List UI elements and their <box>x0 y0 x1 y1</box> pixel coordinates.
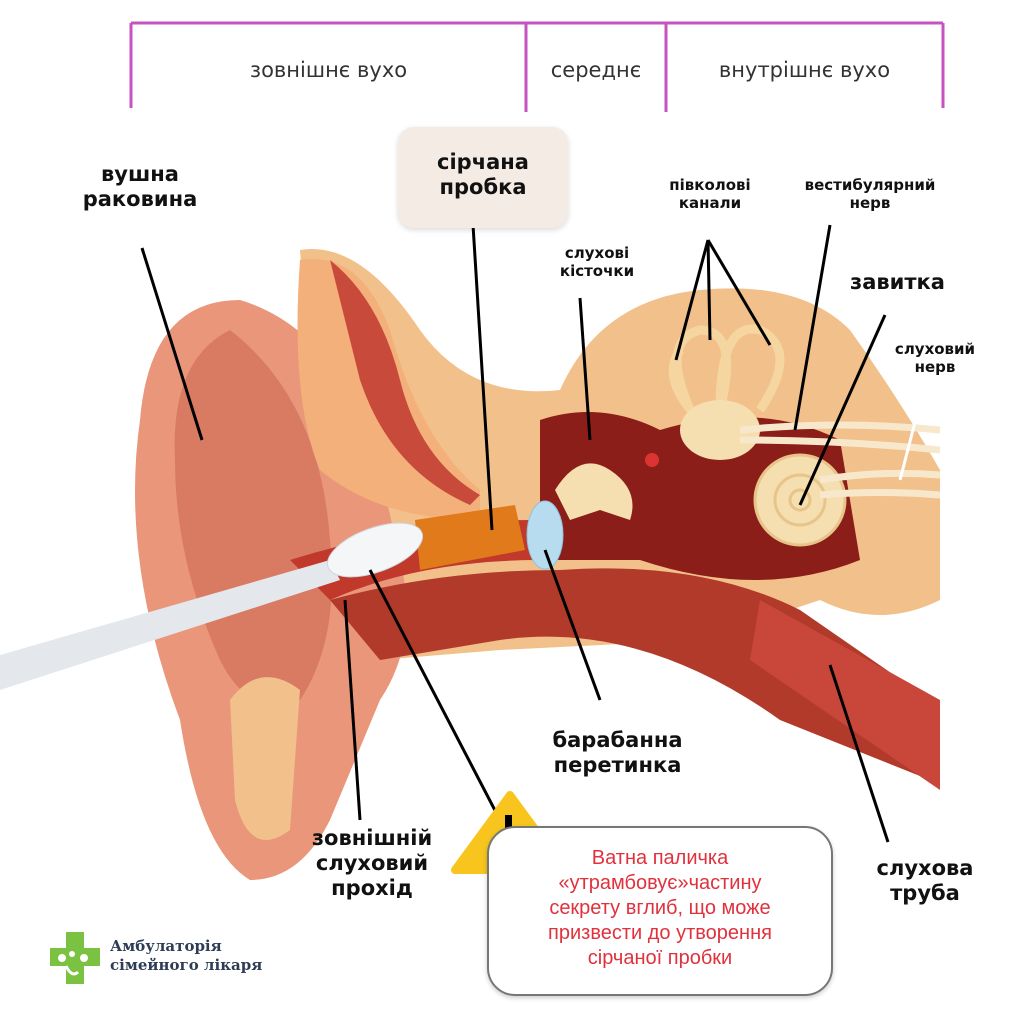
label-semicircular-canals: півколові канали <box>669 176 751 212</box>
label-eustachian-tube: слухова труба <box>876 856 974 906</box>
header-outer-ear: зовнішнє вухо <box>249 58 408 82</box>
label-auditory-nerve: слуховий нерв <box>894 340 976 376</box>
header-inner-ear: внутрішнє вухо <box>718 58 891 82</box>
earwax-plug <box>415 505 525 570</box>
logo-line-1: Амбулаторія <box>110 937 222 955</box>
logo-line-2: сімейного лікаря <box>110 956 263 974</box>
nerves <box>739 421 941 499</box>
section-bracket <box>129 21 945 112</box>
label-auricle: вушна раковина <box>82 162 198 212</box>
earwax-label-box <box>398 127 568 228</box>
warning-box: Ватна паличка «утрамбовує»частину секрет… <box>487 826 833 996</box>
label-vestibular-nerve: вестибулярний нерв <box>804 176 936 212</box>
pointer-lines <box>140 224 924 843</box>
eardrum <box>526 500 564 570</box>
eustachian-tube <box>750 600 940 790</box>
clinic-logo-icon <box>50 932 100 984</box>
warning-text: Ватна паличка «утрамбовує»частину секрет… <box>548 847 772 969</box>
label-ear-canal: зовнішній слуховий прохід <box>311 826 433 901</box>
label-eardrum: барабанна перетинка <box>552 728 683 778</box>
label-earwax-plug: сірчана пробка <box>437 150 529 200</box>
ossicles <box>555 463 633 520</box>
label-cochlea: завитка <box>850 270 945 294</box>
header-middle-ear: середнє <box>550 58 642 82</box>
cotton-swab <box>0 522 424 690</box>
cochlea <box>753 453 847 547</box>
clinic-logo-text: Амбулаторія сімейного лікаря <box>110 937 262 975</box>
label-ossicles: слухові кісточки <box>559 244 635 280</box>
